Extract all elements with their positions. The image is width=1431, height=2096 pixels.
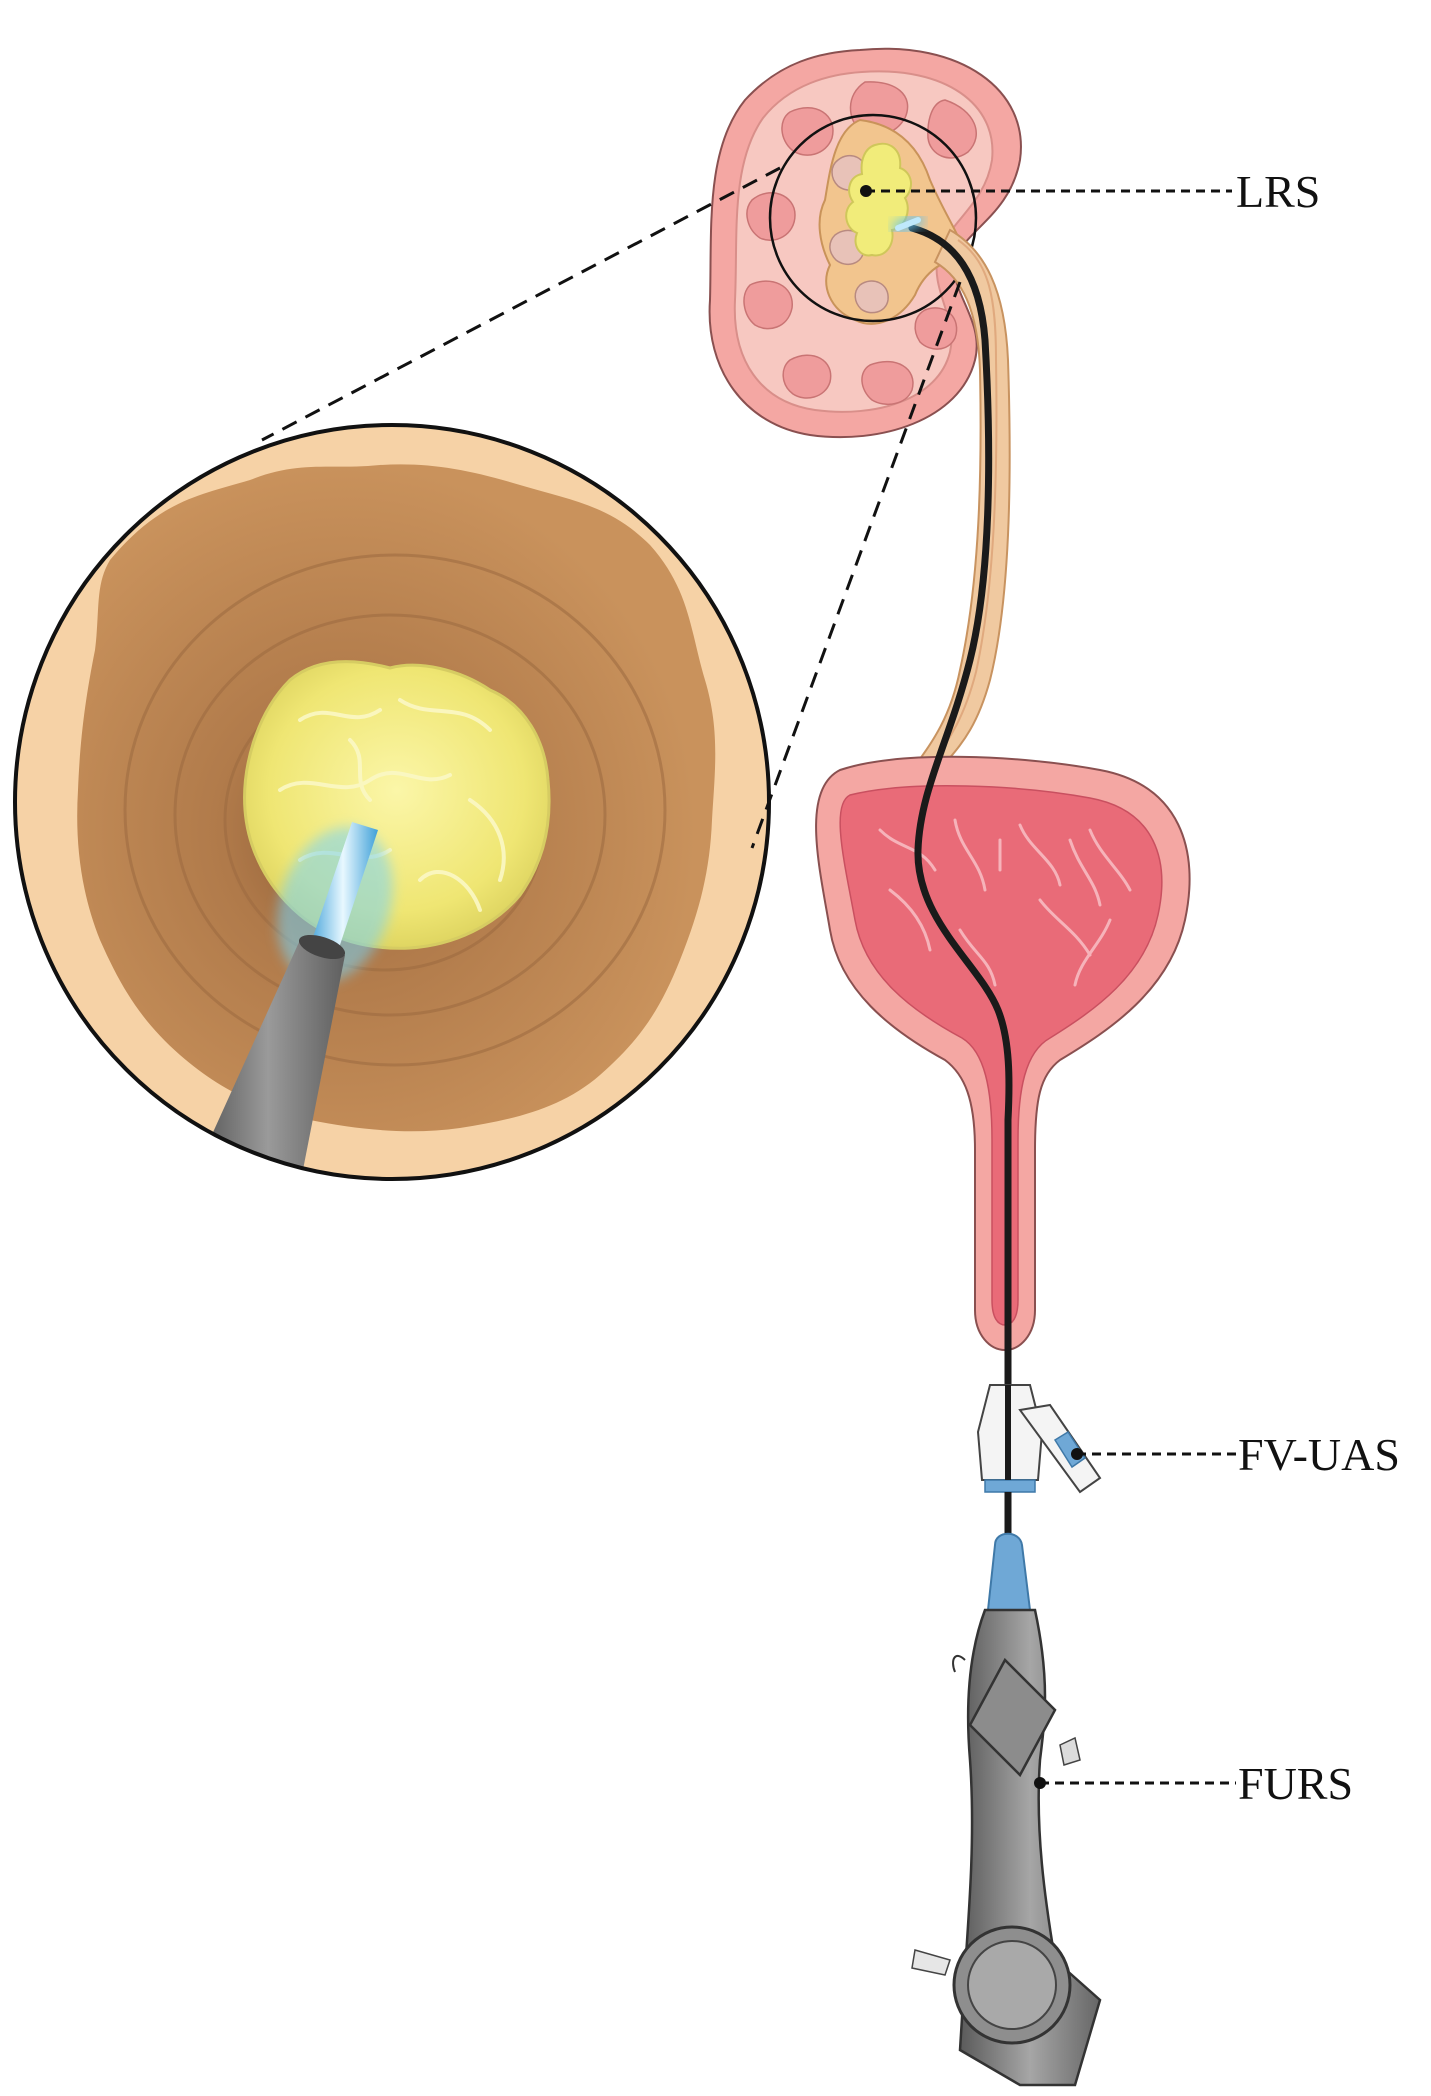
magnified-view	[13, 423, 771, 1181]
bladder-folds	[878, 818, 1132, 987]
label-lrs: LRS	[1236, 166, 1320, 217]
magnified-scope	[205, 940, 345, 1179]
furs-handle	[911, 1492, 1102, 2087]
magnified-laser-fiber	[308, 822, 378, 960]
kidney	[708, 47, 1022, 439]
kidney-laser-tip	[892, 214, 924, 234]
furs-tip	[986, 1532, 1032, 1611]
kidney-magnifier-circle	[768, 113, 978, 323]
callouts: LRS FV-UAS FURS	[860, 166, 1400, 1809]
scope-cable	[908, 224, 1013, 1564]
callout-fv-uas: FV-UAS	[1071, 1429, 1400, 1480]
bladder-lumen	[839, 785, 1163, 1326]
callout-lrs: LRS	[860, 166, 1320, 217]
callout-furs: FURS	[1034, 1758, 1353, 1809]
label-furs: FURS	[1238, 1758, 1353, 1809]
label-fv-uas: FV-UAS	[1238, 1429, 1400, 1480]
furs-lever	[968, 1657, 1057, 1778]
bladder	[815, 755, 1191, 1352]
fv-uas-sheath	[976, 1384, 1102, 1494]
zoom-connectors	[261, 166, 962, 849]
